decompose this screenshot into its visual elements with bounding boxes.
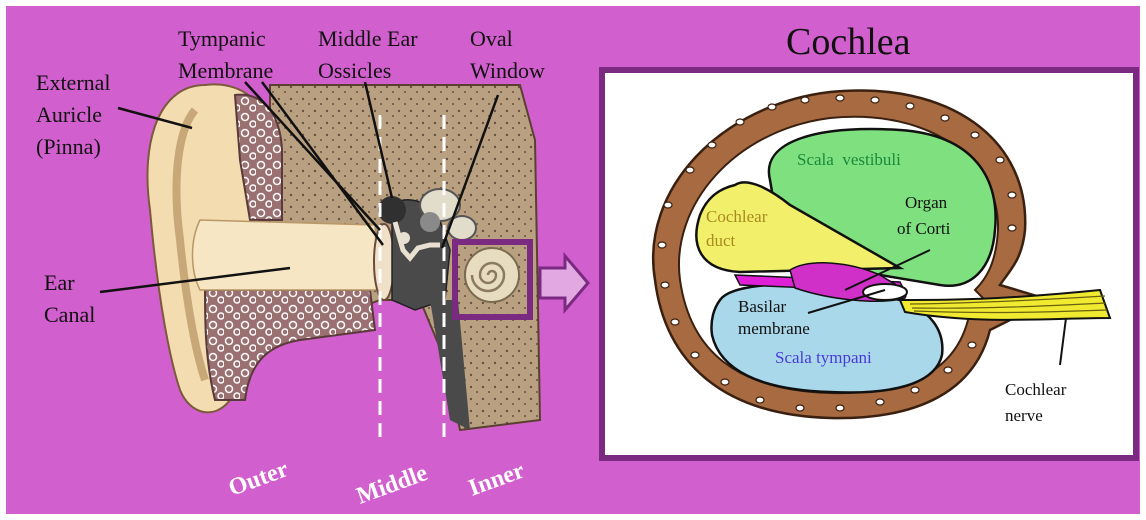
label-cochlear-duct-2: duct [706,231,736,250]
label-external-auricle-3: (Pinna) [36,134,101,159]
ear-canal [193,220,379,290]
label-organ-of-corti-1: Organ [905,193,948,212]
label-organ-of-corti-2: of Corti [897,219,951,238]
cochlea-small [465,248,519,302]
label-cochlear-duct-1: Cochlear [706,207,768,226]
label-oval-window-1: Oval [470,26,513,51]
label-ossicles-2: Ossicles [318,58,391,83]
tectorial-gap [863,284,907,300]
label-tympanic-1: Tympanic [178,26,266,51]
label-basilar-membrane-2: membrane [738,319,810,338]
label-cochlear-nerve-2: nerve [1005,406,1043,425]
label-ear-canal-1: Ear [44,270,75,295]
label-ossicles-1: Middle Ear [318,26,418,51]
label-cochlear-nerve-1: Cochlear [1005,380,1067,399]
label-scala-vestibuli: Scala vestibuli [797,150,901,169]
label-scala-tympani: Scala tympani [775,348,872,367]
label-ear-canal-2: Canal [44,302,95,327]
label-external-auricle-1: External [36,70,111,95]
label-oval-window-2: Window [470,58,545,83]
label-basilar-membrane-1: Basilar [738,297,786,316]
label-external-auricle-2: Auricle [36,102,102,127]
label-tympanic-2: Membrane [178,58,273,83]
cochlea-title: Cochlea [786,21,911,63]
